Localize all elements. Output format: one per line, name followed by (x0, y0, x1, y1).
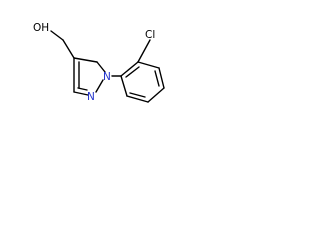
bond-ar-double-3 (129, 92, 146, 98)
pyrazole-ring (73, 57, 106, 96)
pyrazole-n2-label: N (87, 91, 95, 103)
bond-ar-1 (120, 61, 139, 77)
bond-o-ch2 (50, 30, 64, 41)
hydroxyl-label: OH (33, 22, 49, 34)
bond-c5-n1 (96, 61, 106, 73)
pyrazole-n1-label: N (103, 71, 111, 83)
bond-ar-5 (126, 95, 149, 103)
chlorophenyl-ring (120, 61, 165, 103)
bond-ar-double-2 (154, 70, 160, 87)
bond-c-cl (137, 39, 151, 63)
bond-n2-c3-double (77, 87, 88, 91)
bond-ar-double-1 (125, 66, 140, 78)
bond-c4-c5 (73, 57, 98, 63)
bond-ch2-c4 (62, 39, 75, 59)
bond-n2-c3 (73, 91, 89, 96)
bond-ar-2 (137, 61, 160, 69)
chlorine-label: Cl (145, 29, 155, 41)
bond-ar-4 (147, 87, 165, 103)
hydroxymethyl-group (50, 30, 75, 59)
bond-ar-6 (120, 75, 128, 97)
structure-diagram: OH Cl N N (33, 22, 165, 103)
bond-n1-n2 (95, 79, 104, 93)
bond-ar-3 (158, 67, 165, 89)
